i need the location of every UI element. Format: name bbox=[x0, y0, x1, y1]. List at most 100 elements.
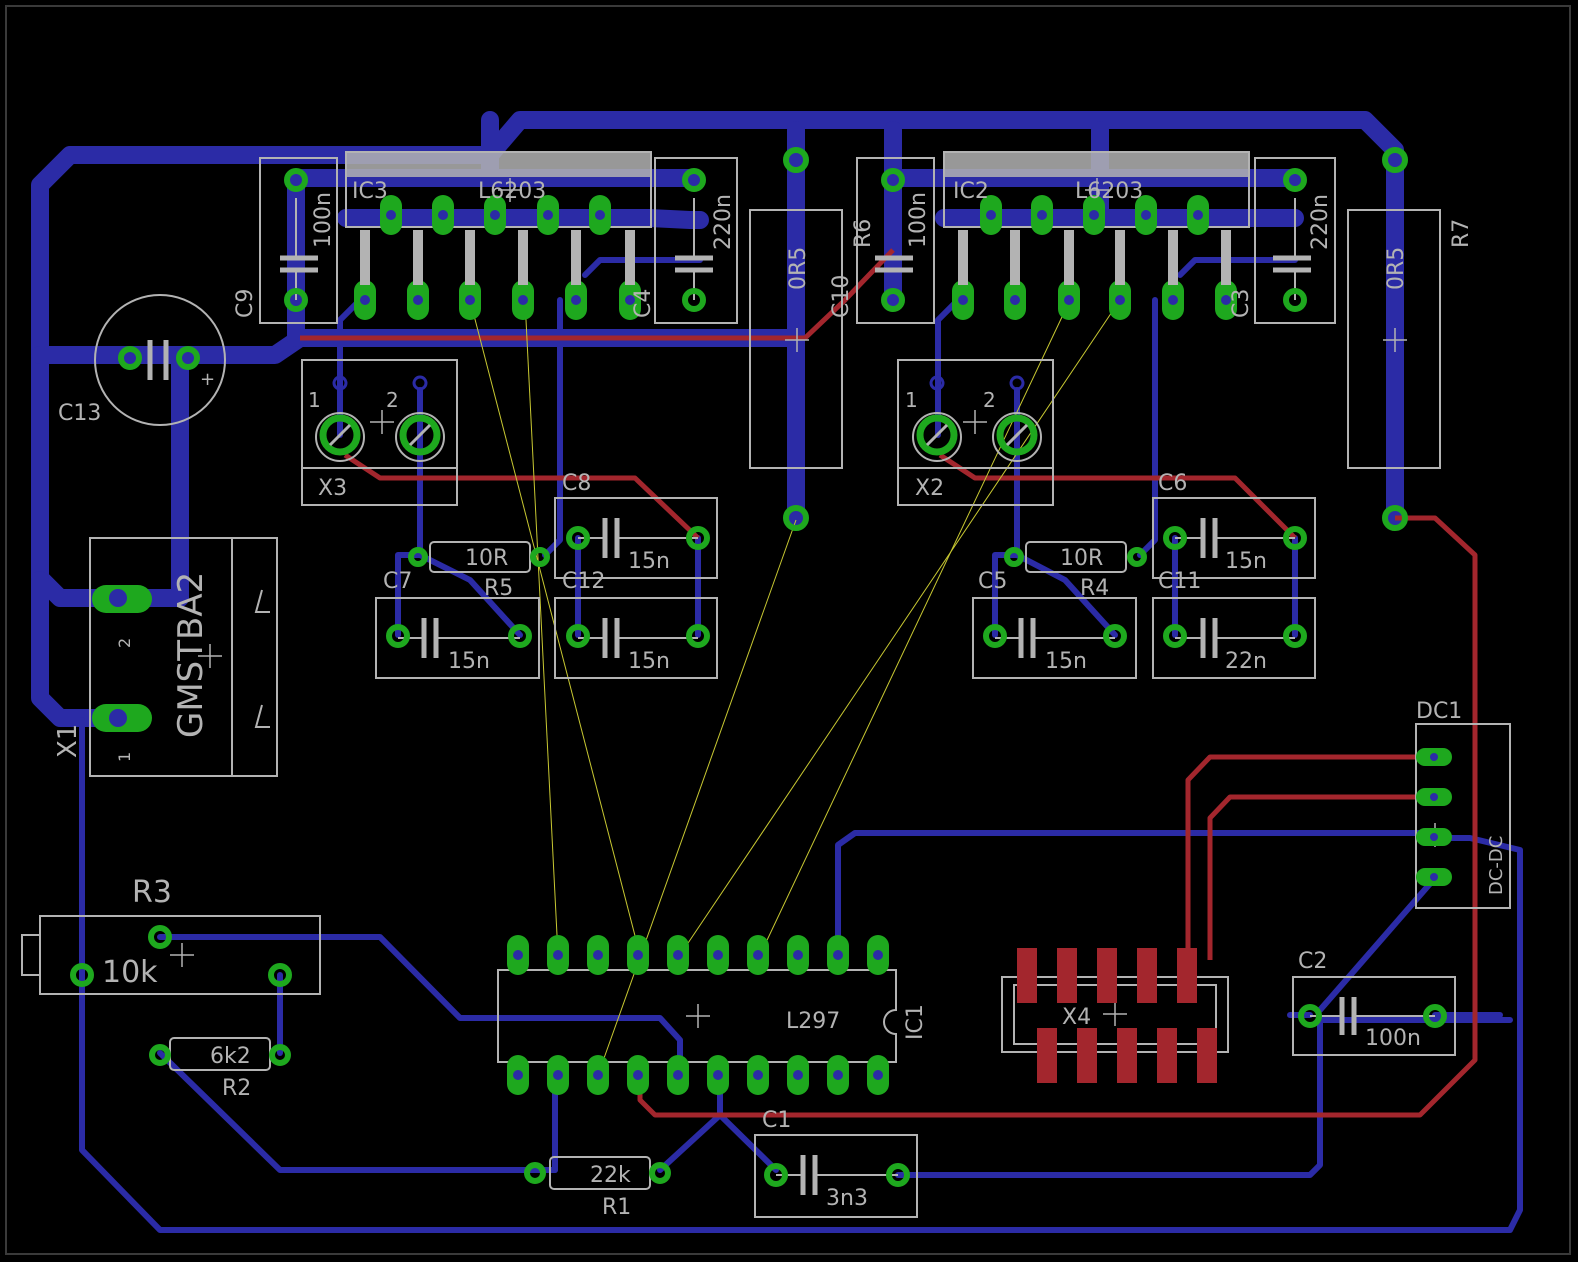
x3-pin2: 2 bbox=[386, 388, 399, 412]
r7-value: 0R5 bbox=[1384, 247, 1409, 290]
cap-pad bbox=[881, 288, 905, 312]
r3-trace bbox=[157, 934, 683, 1078]
c6-value: 15n bbox=[1225, 549, 1267, 574]
x4-smd-pad bbox=[1037, 1028, 1057, 1083]
terminal-test-pad bbox=[332, 375, 348, 391]
cap-pad bbox=[686, 624, 710, 648]
pad-hole bbox=[1430, 793, 1438, 801]
c9-outline bbox=[259, 157, 338, 324]
c3-name: C3 bbox=[1229, 289, 1254, 318]
top-trace-c10 bbox=[300, 248, 895, 341]
cap-pad bbox=[1283, 168, 1307, 192]
pad-hole bbox=[386, 210, 396, 220]
c5-value: 15n bbox=[1045, 649, 1087, 674]
cap-pad bbox=[566, 526, 590, 550]
silkscreen bbox=[21, 151, 1511, 1218]
ic-leg bbox=[518, 230, 528, 285]
ic3-heatsink bbox=[346, 152, 651, 177]
ic-leg bbox=[625, 230, 635, 285]
airwire bbox=[759, 299, 1071, 956]
x4-smd-pad bbox=[1157, 1028, 1177, 1083]
c10-name: C10 bbox=[829, 275, 854, 318]
resistor-pad bbox=[1382, 505, 1408, 531]
resistor-pad bbox=[408, 547, 428, 567]
r2-r1-trace bbox=[157, 1050, 558, 1173]
top-trace-x3-c8 bbox=[343, 452, 700, 540]
resistor-pad bbox=[649, 1162, 671, 1184]
cap-pad bbox=[682, 168, 706, 192]
x4-smd-pad bbox=[1017, 948, 1037, 1003]
c5-outline bbox=[972, 597, 1137, 679]
resistor-pad bbox=[149, 1044, 171, 1066]
pad-hole bbox=[986, 210, 996, 220]
x3-screw1 bbox=[315, 412, 365, 462]
cap-pad bbox=[284, 288, 308, 312]
ic-leg bbox=[1221, 230, 1231, 285]
ic3-value: L6203 bbox=[478, 179, 546, 204]
c5-right-trace bbox=[1014, 552, 1118, 638]
x1-name: X1 bbox=[53, 724, 83, 758]
c7-value: 15n bbox=[448, 649, 490, 674]
resistor-pad bbox=[783, 147, 809, 173]
cap-pad bbox=[1163, 624, 1187, 648]
pad-hole bbox=[1168, 295, 1178, 305]
c9-value: 100n bbox=[311, 192, 336, 248]
x4-smd-pad bbox=[1057, 948, 1077, 1003]
resistor-pad bbox=[1004, 547, 1024, 567]
c12-name: C12 bbox=[562, 569, 605, 594]
top-trace-r7-ic1 bbox=[637, 515, 1478, 1118]
pad-hole bbox=[793, 1070, 803, 1080]
resistor-pad bbox=[783, 505, 809, 531]
pad-hole bbox=[595, 210, 605, 220]
cap-pad bbox=[386, 624, 410, 648]
pad-hole bbox=[753, 1070, 763, 1080]
ic-leg bbox=[958, 230, 968, 285]
pad-hole bbox=[753, 950, 763, 960]
pot-pad bbox=[148, 925, 172, 949]
c3-value: 220n bbox=[1308, 194, 1333, 250]
origin-x2 bbox=[963, 410, 987, 434]
c2-name: C2 bbox=[1298, 949, 1327, 974]
x4-smd-pad bbox=[1137, 948, 1157, 1003]
pad-hole bbox=[1221, 295, 1231, 305]
x2-pin1: 1 bbox=[905, 388, 918, 412]
c1-name: C1 bbox=[762, 1108, 791, 1133]
top-trace-x2-c6 bbox=[938, 452, 1297, 540]
pad-hole bbox=[543, 210, 553, 220]
power-trace-top bbox=[31, 111, 1404, 607]
dc1-outline bbox=[1415, 723, 1511, 909]
c3-outline bbox=[1254, 157, 1336, 324]
pad-hole bbox=[633, 950, 643, 960]
ic-leg bbox=[360, 230, 370, 285]
x2-ic2-trace bbox=[935, 297, 961, 438]
x1-outline bbox=[89, 537, 278, 777]
ic3-c4-trace bbox=[582, 257, 703, 278]
c3-symbol bbox=[1273, 255, 1311, 273]
top-trace-dc1-x4a bbox=[1185, 754, 1435, 960]
airwire bbox=[524, 299, 559, 956]
airwires bbox=[469, 299, 1121, 1076]
cap-pad bbox=[881, 168, 905, 192]
c6-name: C6 bbox=[1158, 471, 1187, 496]
r4-ic2-trace bbox=[1137, 297, 1158, 558]
r4-outline bbox=[1025, 541, 1127, 573]
ic-leg bbox=[465, 230, 475, 285]
cap-pad bbox=[1103, 624, 1127, 648]
pad-hole bbox=[438, 210, 448, 220]
board-outline bbox=[5, 5, 1571, 1255]
x4-smd-pad bbox=[1077, 1028, 1097, 1083]
screw-slot bbox=[1005, 423, 1029, 447]
pad-hole bbox=[633, 1070, 643, 1080]
r2-value: 6k2 bbox=[210, 1044, 251, 1069]
pad-hole bbox=[1430, 833, 1438, 841]
cap-pad bbox=[764, 1163, 788, 1187]
c13-pad bbox=[176, 346, 200, 370]
x1-value: GMSTBA2 bbox=[171, 572, 211, 738]
pot-pad bbox=[268, 963, 292, 987]
pad-hole bbox=[673, 1070, 683, 1080]
cap-pad bbox=[1423, 1004, 1447, 1028]
screw-slot bbox=[925, 423, 949, 447]
c12-value: 15n bbox=[628, 649, 670, 674]
ic1-name: IC1 bbox=[903, 1004, 928, 1040]
terminal-pad bbox=[399, 414, 441, 456]
